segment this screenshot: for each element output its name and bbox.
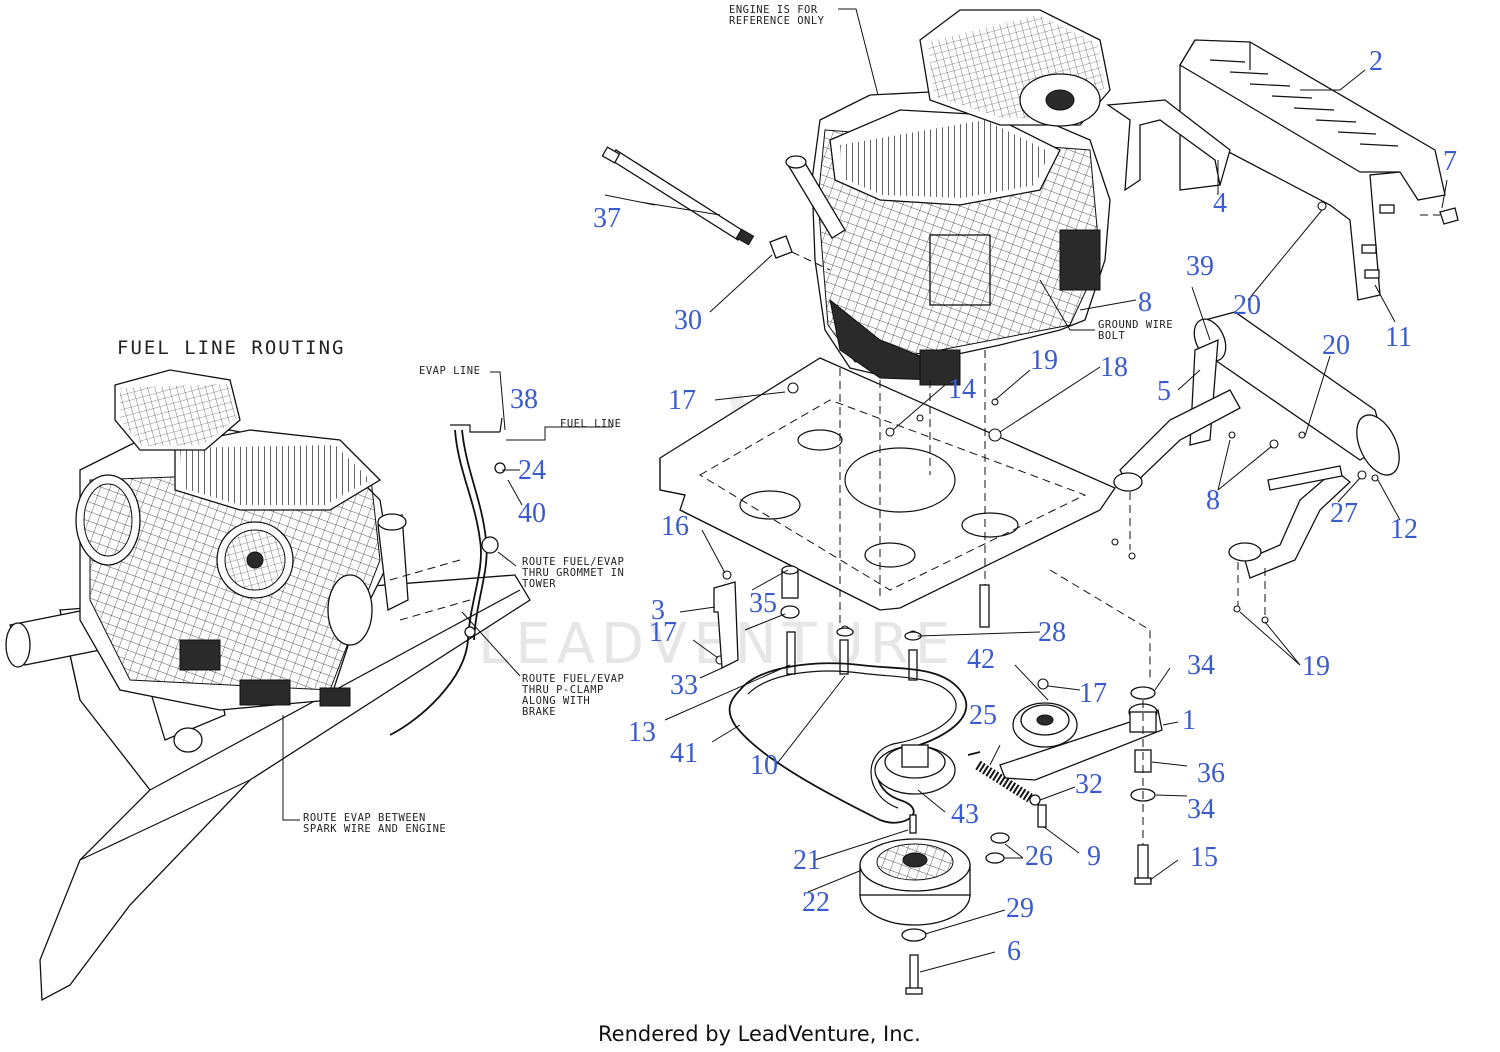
washer-part-26b (985, 852, 1005, 864)
callout-32: 32 (1075, 769, 1103, 800)
footer-credit: Rendered by LeadVenture, Inc. (598, 1022, 921, 1046)
callout-7: 7 (1443, 146, 1457, 177)
callout-5: 5 (1157, 376, 1171, 407)
callout-11: 11 (1385, 322, 1412, 353)
callout-33: 33 (670, 670, 698, 701)
callout-leaders (604, 69, 1448, 973)
callout-8a: 8 (1138, 287, 1152, 318)
pclamp-note-2: THRU P-CLAMP (522, 684, 604, 696)
pclamp-note-4: BRAKE (522, 706, 556, 718)
callout-19b: 19 (1302, 651, 1330, 682)
fuel-line-part-37 (601, 146, 755, 246)
callout-30: 30 (674, 305, 702, 336)
callout-13: 13 (628, 717, 656, 748)
callout-15: 15 (1190, 842, 1218, 873)
washer-part-26a (990, 832, 1010, 844)
callout-43: 43 (951, 799, 979, 830)
callout-12: 12 (1390, 514, 1418, 545)
callout-14: 14 (948, 374, 976, 405)
callout-1: 1 (1182, 705, 1196, 736)
left-engine-illustration (5, 369, 531, 1002)
callout-36: 36 (1197, 758, 1225, 789)
callout-16: 16 (661, 511, 689, 542)
fuel-line-note: FUEL LINE (560, 418, 621, 430)
callout-41: 41 (670, 738, 698, 769)
belt-part-41 (728, 662, 968, 824)
callout-37: 37 (593, 203, 621, 234)
evap-route-note-2: SPARK WIRE AND ENGINE (303, 823, 446, 835)
callout-34a: 34 (1187, 650, 1215, 681)
callout-8b: 8 (1206, 485, 1220, 516)
callout-25: 25 (969, 700, 997, 731)
callout-24: 24 (518, 455, 546, 486)
bolt-part-28 (979, 584, 990, 628)
engine-reference-note-2: REFERENCE ONLY (729, 15, 825, 27)
callout-27: 27 (1330, 498, 1358, 529)
fuel-line-routing-title: FUEL LINE ROUTING (117, 337, 345, 359)
callout-19a: 19 (1030, 345, 1058, 376)
grommet-note-1: ROUTE FUEL/EVAP (522, 556, 624, 568)
pto-clutch-part-22 (859, 838, 971, 926)
evap-route-note-1: ROUTE EVAP BETWEEN (303, 812, 426, 824)
callout-38: 38 (510, 384, 538, 415)
callout-20b: 20 (1322, 330, 1350, 361)
bracket-part-4 (1106, 99, 1231, 192)
bolt-part-7 (1420, 207, 1459, 225)
bolt-part-10 (839, 639, 849, 675)
callout-17a: 17 (668, 385, 696, 416)
callout-40: 40 (518, 498, 546, 529)
callout-17c: 17 (1079, 678, 1107, 709)
callout-21: 21 (793, 845, 821, 876)
grommet-note-3: TOWER (522, 578, 556, 590)
ground-wire-note-1: GROUND WIRE (1098, 319, 1173, 331)
bolt-part-6 (905, 954, 923, 995)
evap-line-note: EVAP LINE (419, 365, 480, 377)
callout-2: 2 (1369, 46, 1383, 77)
callout-10: 10 (750, 750, 778, 781)
engine-deck-frame (659, 357, 1116, 611)
main-engine-illustration (785, 9, 1111, 386)
callout-22: 22 (802, 887, 830, 918)
spacer-part-35 (780, 565, 800, 619)
callout-42: 42 (967, 644, 995, 675)
callout-34b: 34 (1187, 794, 1215, 825)
callout-29: 29 (1006, 893, 1034, 924)
pulley-part-43 (874, 744, 956, 795)
callout-28: 28 (1038, 617, 1066, 648)
bracket-part-2 (1179, 39, 1446, 301)
callout-6: 6 (1007, 936, 1021, 967)
fitting-part-30 (769, 235, 831, 271)
pclamp-note-3: ALONG WITH (522, 695, 590, 707)
callout-26: 26 (1025, 841, 1053, 872)
key-part-21 (909, 814, 917, 834)
callout-35: 35 (749, 588, 777, 619)
callout-9: 9 (1087, 841, 1101, 872)
washer-part-29 (901, 928, 927, 942)
callout-39: 39 (1186, 251, 1214, 282)
grommet-note-2: THRU GROMMET IN (522, 567, 624, 579)
callout-4: 4 (1213, 188, 1227, 219)
muffler-part-39 (1113, 311, 1400, 579)
bolt-part-15 (1134, 844, 1152, 885)
ground-wire-note-2: BOLT (1098, 330, 1125, 342)
bolt-part-9 (1037, 804, 1047, 828)
bearing-part-34-top (1130, 686, 1156, 700)
idler-pulley-part-42 (1012, 702, 1078, 748)
callout-3: 3 (651, 595, 665, 626)
callout-18: 18 (1100, 352, 1128, 383)
callout-20a: 20 (1233, 290, 1261, 321)
pclamp-note-1: ROUTE FUEL/EVAP (522, 673, 624, 685)
callout-17b: 17 (649, 617, 677, 648)
callout-numbers: 1 2 3 4 5 6 7 8 8 9 10 11 12 13 14 15 16… (510, 46, 1457, 967)
engine-reference-note-1: ENGINE IS FOR (729, 4, 818, 16)
